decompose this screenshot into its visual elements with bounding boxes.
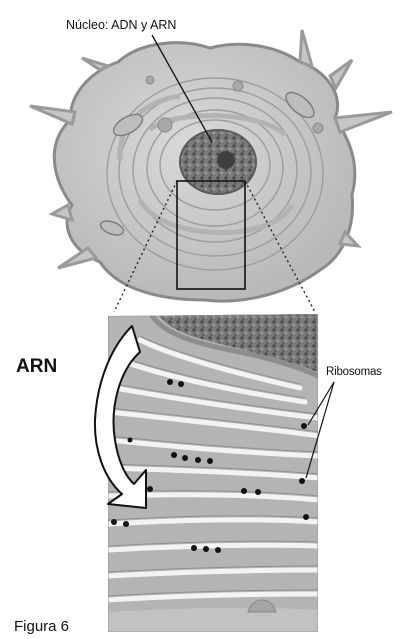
cell [30,30,392,301]
ribosomes-label: Ribosomas [326,366,382,378]
nucleus-label: Núcleo: ADN y ARN [66,18,176,32]
figure-caption: Figura 6 [14,618,69,635]
nucleolus [217,151,235,169]
arn-label: ARN [16,356,57,378]
